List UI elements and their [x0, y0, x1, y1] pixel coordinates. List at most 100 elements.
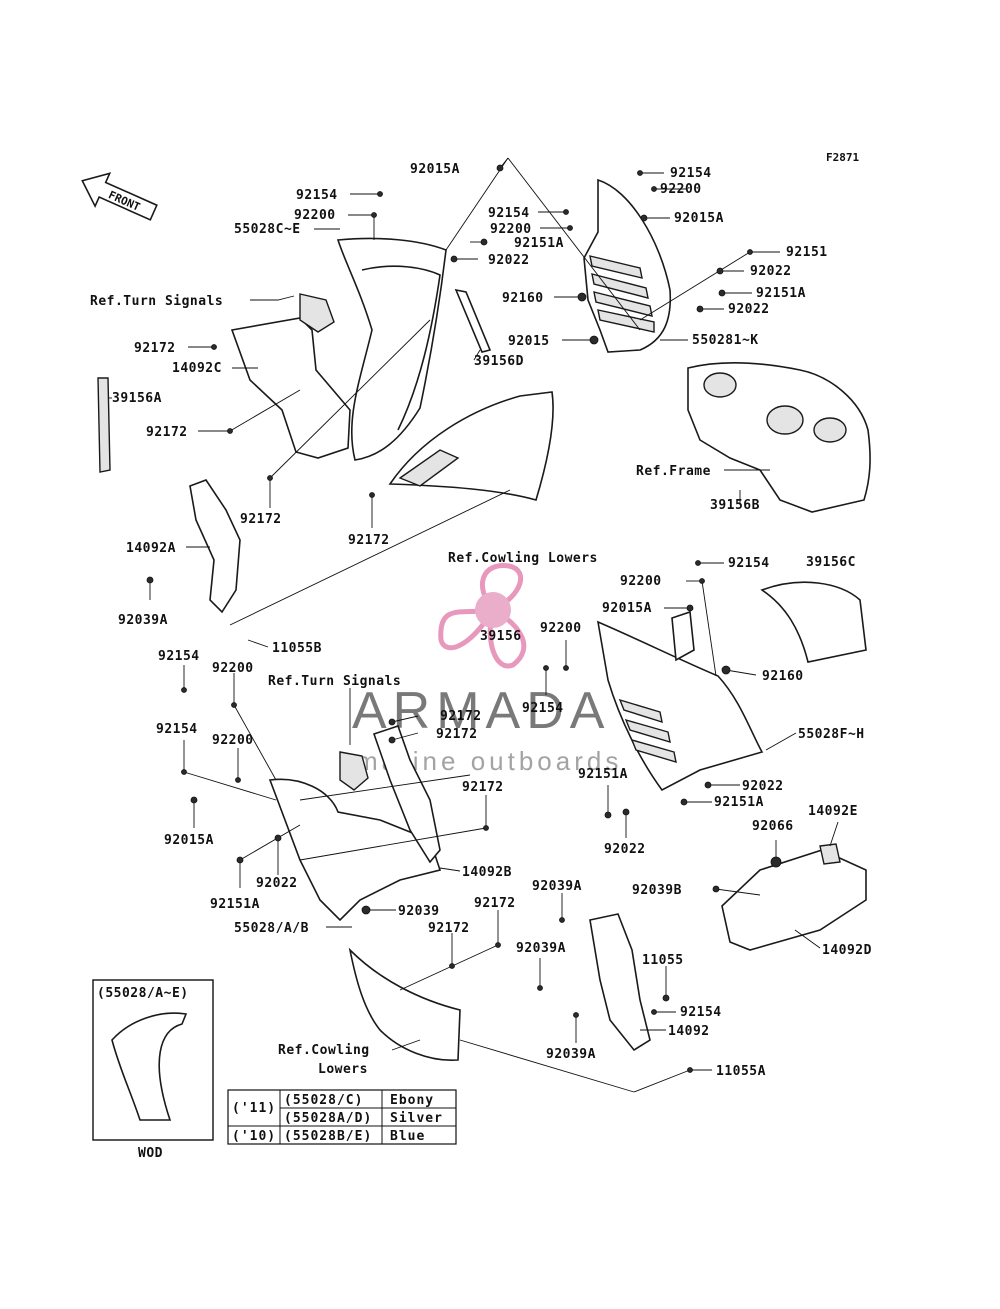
bracket-14092a: [189, 479, 241, 614]
label-39156a: 39156A: [112, 391, 162, 406]
frame-ref: [687, 362, 871, 513]
frame-hole-c: [813, 417, 847, 443]
label-92154: 92154: [728, 556, 770, 571]
label-92172: 92172: [134, 341, 176, 356]
duct-14092d: [721, 849, 867, 951]
turn-signal-lower: [339, 751, 369, 791]
label-14092d: 14092D: [822, 943, 872, 958]
inset-box: (55028/A~E) WOD: [92, 979, 214, 1161]
label-11055b: 11055B: [272, 641, 322, 656]
label-92151a: 92151A: [714, 795, 764, 810]
bracket-14092: [589, 913, 651, 1052]
label-92151a: 92151A: [514, 236, 564, 251]
front-arrow-icon: FRONT: [81, 172, 158, 221]
label-92022: 92022: [604, 842, 646, 857]
lower-fairing: [348, 947, 461, 1061]
frame-hole-a: [703, 372, 737, 398]
label-39156: 39156: [480, 629, 522, 644]
label-14092c: 14092C: [172, 361, 222, 376]
label-92200: 92200: [660, 182, 702, 197]
label-92022: 92022: [256, 876, 298, 891]
panel-upper-right-small: [671, 610, 695, 662]
table-part-a-d: (55028A/D): [284, 1111, 372, 1126]
label-92015a: 92015A: [164, 833, 214, 848]
label-92160: 92160: [502, 291, 544, 306]
fasteners: [146, 164, 782, 1073]
label-92039: 92039: [398, 904, 440, 919]
label-14092a: 14092A: [126, 541, 176, 556]
label-ref-frame: Ref.Frame: [636, 464, 711, 479]
strip-39156d: [454, 288, 492, 353]
part-labels: 92015A 92154 92200 55028C~E Ref.Turn Sig…: [90, 162, 872, 1079]
label-92022: 92022: [488, 253, 530, 268]
label-92154: 92154: [296, 188, 338, 203]
label-92015a-top: 92015A: [410, 162, 460, 177]
label-92172: 92172: [240, 512, 282, 527]
leader-lines: [108, 157, 839, 1093]
label-92039a: 92039A: [532, 879, 582, 894]
duct-14092e: [819, 843, 841, 865]
label-ref-cowling-lowers: Ref.Cowling Lowers: [448, 551, 598, 566]
figure-id: F2871: [826, 151, 859, 164]
label-ref-turn-signals: Ref.Turn Signals: [90, 294, 223, 309]
label-39156b: 39156B: [710, 498, 760, 513]
table-part-b-e: (55028B/E): [284, 1129, 372, 1144]
inset-cowl-drawing: [111, 1012, 188, 1121]
label-92172: 92172: [348, 533, 390, 548]
table-part-c: (55028/C): [284, 1093, 363, 1108]
label-92200: 92200: [294, 208, 336, 223]
label-92172: 92172: [462, 780, 504, 795]
label-14092: 14092: [668, 1024, 710, 1039]
label-92039a: 92039A: [118, 613, 168, 628]
label-55028i-k: 550281~K: [692, 333, 759, 348]
label-39156d: 39156D: [474, 354, 524, 369]
label-14092b: 14092B: [462, 865, 512, 880]
label-92151a: 92151A: [210, 897, 260, 912]
label-92022: 92022: [742, 779, 784, 794]
label-92154: 92154: [158, 649, 200, 664]
upper-right-cowling-assembly: [583, 178, 871, 951]
label-92172: 92172: [440, 709, 482, 724]
label-92039a: 92039A: [516, 941, 566, 956]
label-55028-a-b: 55028/A/B: [234, 921, 309, 936]
vent-ribs: [589, 255, 655, 333]
label-92015a: 92015A: [602, 601, 652, 616]
cowl-55028fh-vents: [618, 698, 677, 764]
label-92022: 92022: [750, 264, 792, 279]
label-39156c: 39156C: [806, 555, 856, 570]
label-55028f-h: 55028F~H: [798, 727, 865, 742]
label-92039b: 92039B: [632, 883, 682, 898]
label-92200: 92200: [540, 621, 582, 636]
label-92200: 92200: [620, 574, 662, 589]
label-ref-turn-signals: Ref.Turn Signals: [268, 674, 401, 689]
turn-signal-mount: [299, 293, 335, 333]
label-92172: 92172: [436, 727, 478, 742]
pad-39156c: [760, 581, 867, 663]
label-92015a: 92015A: [674, 211, 724, 226]
label-92154: 92154: [522, 701, 564, 716]
label-92154: 92154: [680, 1005, 722, 1020]
label-92154: 92154: [488, 206, 530, 221]
label-92015: 92015: [508, 334, 550, 349]
label-11055: 11055: [642, 953, 684, 968]
label-11055a: 11055A: [716, 1064, 766, 1079]
inset-title: (55028/A~E): [97, 986, 189, 1001]
label-92066: 92066: [752, 819, 794, 834]
table-color-ebony: Ebony: [390, 1093, 434, 1108]
label-92200: 92200: [212, 733, 254, 748]
table-year-11: ('11): [232, 1101, 276, 1116]
label-92172: 92172: [146, 425, 188, 440]
label-92151: 92151: [786, 245, 828, 260]
label-92151a: 92151A: [756, 286, 806, 301]
lower-cowl-55028ab: [268, 778, 442, 922]
label-92200: 92200: [212, 661, 254, 676]
table-year-10: ('10): [232, 1129, 276, 1144]
inner-panel-14092c: [230, 317, 351, 459]
label-92172: 92172: [428, 921, 470, 936]
propeller-logo-icon: [438, 563, 527, 669]
inset-caption: WOD: [138, 1146, 163, 1161]
frame-hole-b: [766, 405, 804, 435]
label-92172: 92172: [474, 896, 516, 911]
label-92039a: 92039A: [546, 1047, 596, 1062]
